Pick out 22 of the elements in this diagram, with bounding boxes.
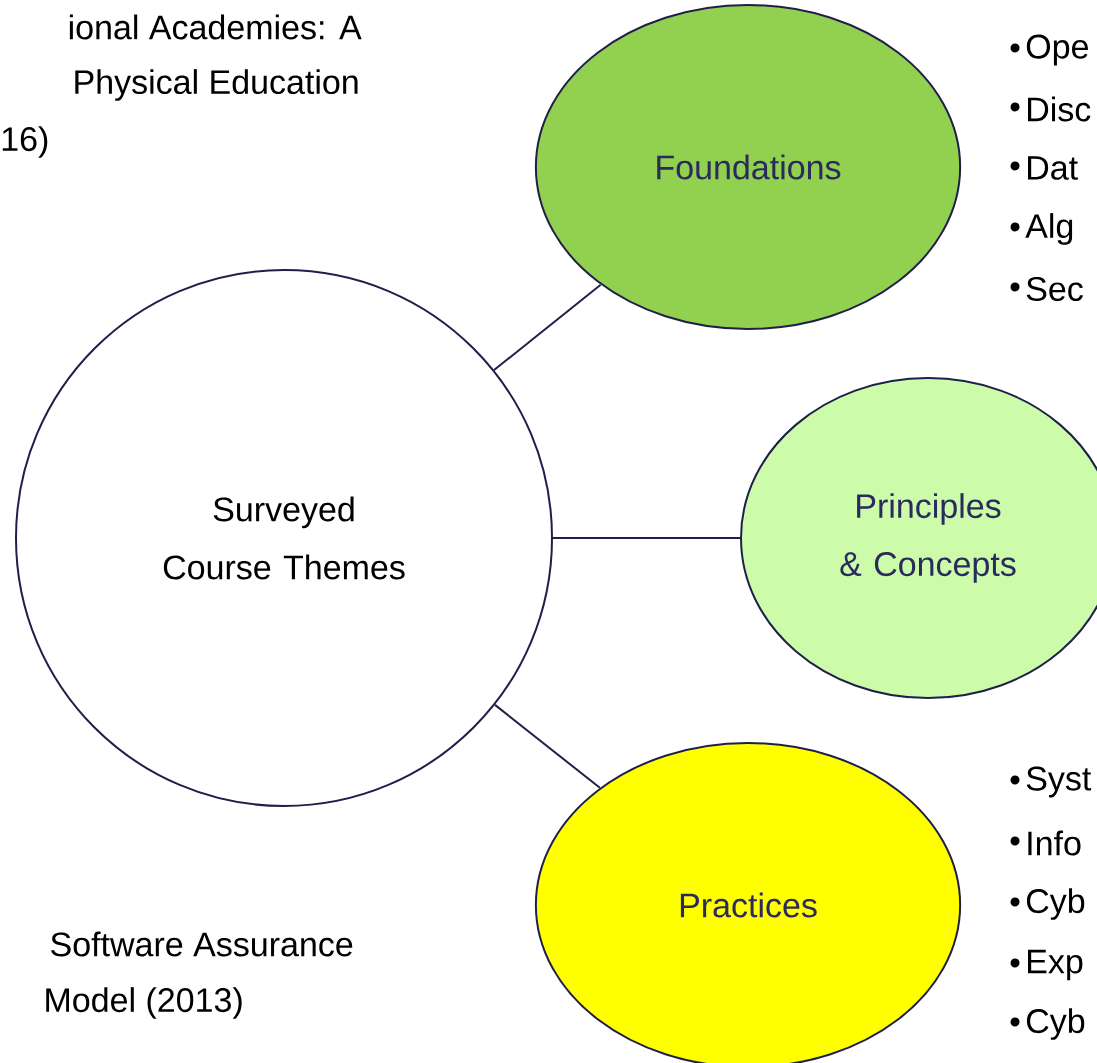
text-label: Alg	[1025, 213, 1073, 245]
text-label: Dat	[1028, 156, 1078, 180]
text-label: ional Academies: A	[69, 14, 362, 40]
text-label: Info	[1028, 830, 1081, 856]
circle-node: Principles & Concepts	[740, 377, 1097, 699]
text-label: Exp	[1028, 949, 1083, 981]
circle-node: Foundations	[534, 4, 962, 330]
text-label: Physical Education	[75, 69, 358, 101]
text-label: Cyb	[1026, 1008, 1085, 1040]
text-label: Syst	[1026, 766, 1092, 798]
circle-node: Surveyed Course Themes	[15, 269, 553, 807]
text-label: Sec	[1026, 276, 1083, 302]
text-label: Software Assurance	[51, 931, 353, 957]
text-label: Model (2013)	[46, 987, 242, 1019]
connector-line	[494, 703, 601, 789]
circle-node: Practices	[534, 742, 962, 1063]
text-label: Ope	[1026, 34, 1088, 66]
text-label: Disc	[1028, 96, 1091, 122]
text-label: Cyb	[1026, 888, 1085, 920]
text-label: 16)	[2, 126, 48, 158]
connector-line	[493, 283, 602, 372]
connector-line	[552, 537, 741, 539]
